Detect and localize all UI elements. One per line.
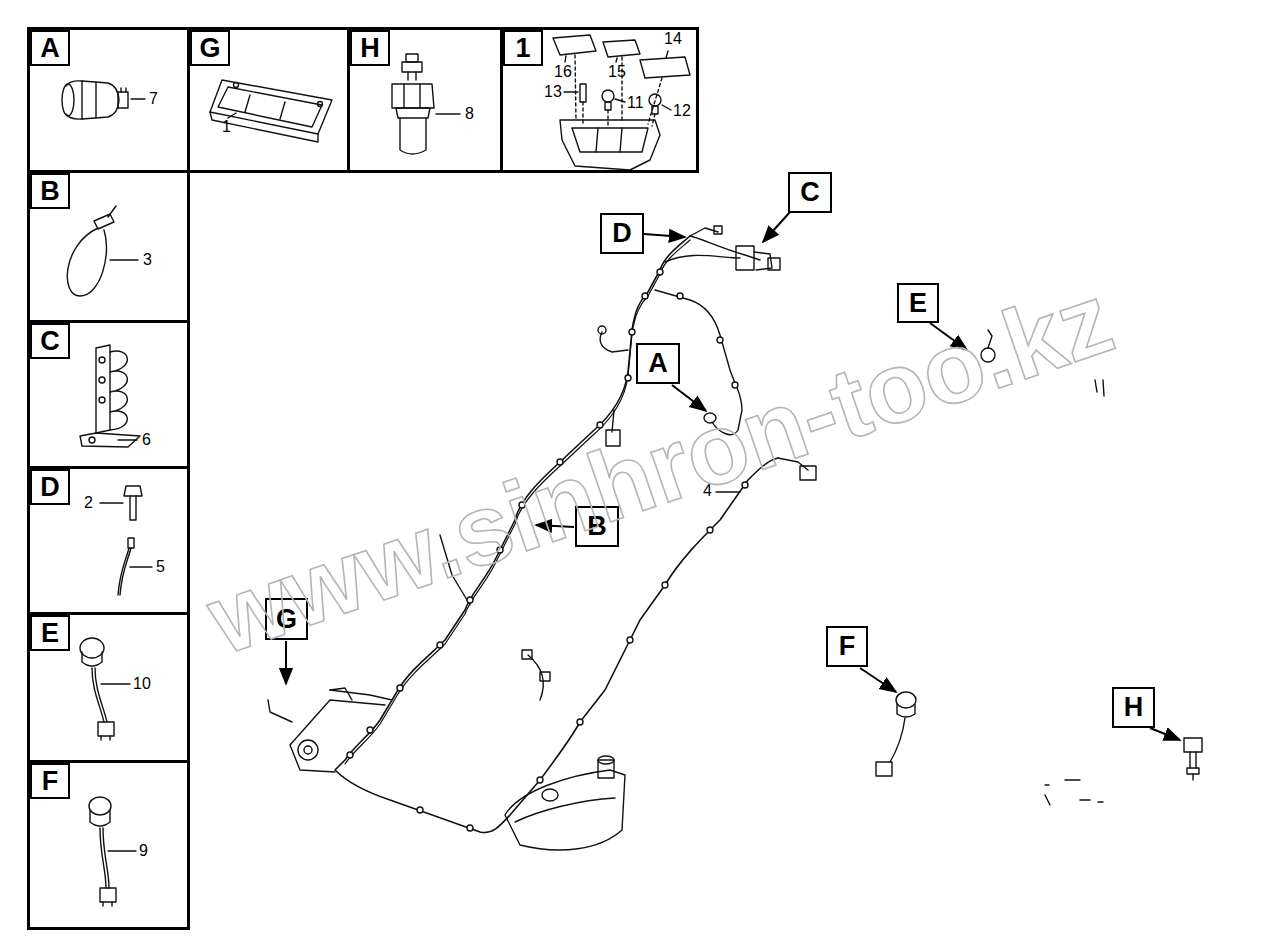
view-letter: G	[199, 35, 220, 62]
callout-number: 5	[156, 559, 165, 575]
watermark: www.sinhron-too.kz	[196, 267, 1123, 670]
view-letter-box: H	[350, 30, 390, 66]
detail-panel: 7A	[27, 27, 190, 173]
sensor-drawing	[80, 638, 130, 740]
view-letter-box: F	[30, 763, 70, 799]
cable-tie-drawing	[67, 206, 138, 296]
callout-number: 7	[149, 91, 158, 107]
view-letter: B	[40, 178, 60, 205]
detail-panel: 8H	[347, 27, 503, 173]
sensor-drawing	[62, 81, 145, 119]
detail-panel: 2 5 D	[27, 466, 190, 615]
view-letter: H	[1124, 694, 1144, 721]
callout-letter-box: H	[1112, 687, 1155, 728]
view-letter-box: B	[30, 173, 70, 209]
view-letter: 1	[515, 35, 530, 62]
callout-number: 9	[139, 843, 148, 859]
view-letter-box: 1	[503, 30, 543, 66]
view-letter-box: D	[30, 469, 70, 505]
view-letter: A	[648, 350, 668, 377]
tray-drawing	[210, 80, 332, 142]
sensor-part	[876, 692, 916, 776]
view-letter: A	[40, 35, 60, 62]
clip-bracket-drawing	[80, 345, 140, 447]
view-letter: C	[40, 328, 60, 355]
callout-number: 2	[84, 495, 93, 511]
callout-number: 6	[142, 432, 151, 448]
callout-number: 3	[143, 252, 152, 268]
view-letter-box: G	[190, 30, 230, 66]
view-letter: F	[839, 633, 856, 660]
view-letter: H	[360, 35, 380, 62]
view-letter: F	[42, 768, 59, 795]
switch-drawing	[392, 54, 460, 154]
callout-letter-box: A	[636, 343, 680, 384]
view-letter: D	[40, 474, 60, 501]
callout-letter-box: F	[826, 626, 868, 667]
view-letter: D	[612, 220, 632, 247]
view-letter: C	[800, 179, 820, 206]
callout-number: 13	[544, 84, 562, 100]
view-letter: E	[41, 620, 59, 647]
callout-number: 12	[673, 103, 691, 119]
detail-panel: 10 E	[27, 612, 190, 763]
view-letter-box: E	[30, 615, 70, 651]
detail-panel: 9F	[27, 760, 190, 930]
callout-number: 1	[222, 119, 231, 135]
view-letter-box: A	[30, 30, 70, 66]
callout-letter-box: C	[788, 172, 832, 213]
sensor-drawing	[89, 797, 136, 906]
callout-number: 15	[608, 64, 626, 80]
detail-panel: 1G	[187, 27, 350, 173]
callout-number: 11	[627, 95, 644, 111]
lamp-drawing	[553, 35, 690, 170]
callout-number: 16	[554, 64, 572, 80]
callout-number: 8	[465, 106, 474, 122]
callout-number: 14	[664, 31, 682, 47]
callout-letter-box: E	[897, 283, 939, 323]
detail-panel: 14 16 15 13 11 12 1	[500, 27, 699, 173]
detail-panel: 6C	[27, 320, 190, 469]
callout-letter-box: D	[600, 213, 644, 254]
switch-part	[1045, 738, 1202, 805]
bolt-wire-drawing	[100, 486, 152, 595]
callout-number: 10	[133, 676, 151, 692]
detail-panel: 3B	[27, 170, 190, 323]
view-letter-box: C	[30, 323, 70, 359]
view-letter: E	[909, 290, 927, 317]
